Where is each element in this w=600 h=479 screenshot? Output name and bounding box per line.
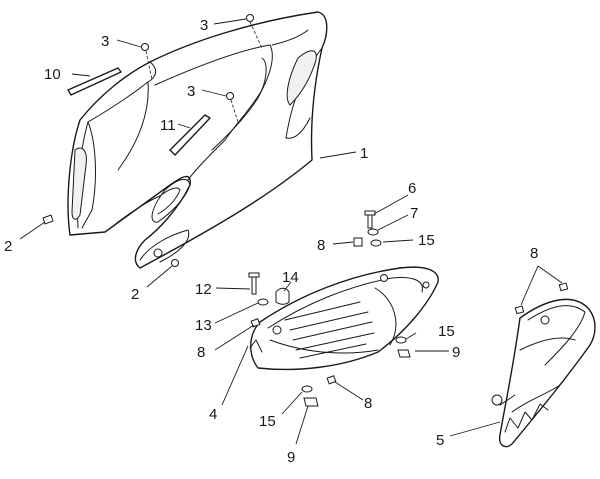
callout-7: 7 [410,205,418,222]
side-fairing-part-1 [67,11,328,269]
callout-3-left: 3 [101,33,109,50]
callout-8-bottom: 8 [364,395,372,412]
callout-2-bottom: 2 [131,286,139,303]
callout-9-bottom: 9 [287,449,295,466]
bolt-part-12 [248,272,260,295]
callout-4: 4 [209,406,217,423]
callout-11: 11 [160,117,176,134]
callout-12: 12 [195,281,212,298]
callout-8-top: 8 [317,237,325,254]
screw-part-2-bottom [171,259,179,267]
washer-part-15-right [395,336,407,344]
rear-cover-part-5 [491,298,596,448]
washer-part-15-top [370,239,382,247]
clip-part-9-right [397,349,411,358]
callout-3-middle: 3 [187,83,195,100]
callout-1: 1 [360,145,368,162]
trim-strip-part-11 [169,114,211,156]
callout-5: 5 [436,432,444,449]
callout-15-bottom: 15 [259,413,276,430]
clip-part-9-bottom [303,397,319,407]
spacer-part-8-rear-left [514,305,525,315]
callout-8-rear: 8 [530,245,538,262]
callout-labels: 1 2 2 3 3 3 4 5 6 7 8 8 8 8 9 9 10 11 12… [4,17,538,466]
callout-15-right: 15 [438,323,455,340]
callout-9-right: 9 [452,344,460,361]
callout-8-left: 8 [197,344,205,361]
screw-part-3-middle [226,92,239,123]
leader-lines [19,18,563,445]
trim-strip-part-10 [67,67,122,96]
callout-3-top: 3 [200,17,208,34]
screw-part-3-left [141,43,153,81]
grommet-part-14 [275,287,290,305]
lower-panel-part-4 [249,266,439,371]
callout-10: 10 [44,66,61,83]
washer-part-13 [257,298,269,306]
bolt-part-6 [364,210,376,229]
spacer-part-8-top [353,237,363,247]
washer-part-7 [367,228,379,236]
spacer-part-8-bottom [326,375,337,385]
spacer-part-8-left [250,318,261,328]
callout-2-left: 2 [4,238,12,255]
callout-6: 6 [408,180,416,197]
spacer-part-8-rear-right [558,282,569,292]
callout-15-top: 15 [418,232,435,249]
callout-13: 13 [195,317,212,334]
washer-part-15-bottom [301,385,313,393]
screw-part-3-top [246,14,263,49]
callout-14: 14 [282,269,299,286]
